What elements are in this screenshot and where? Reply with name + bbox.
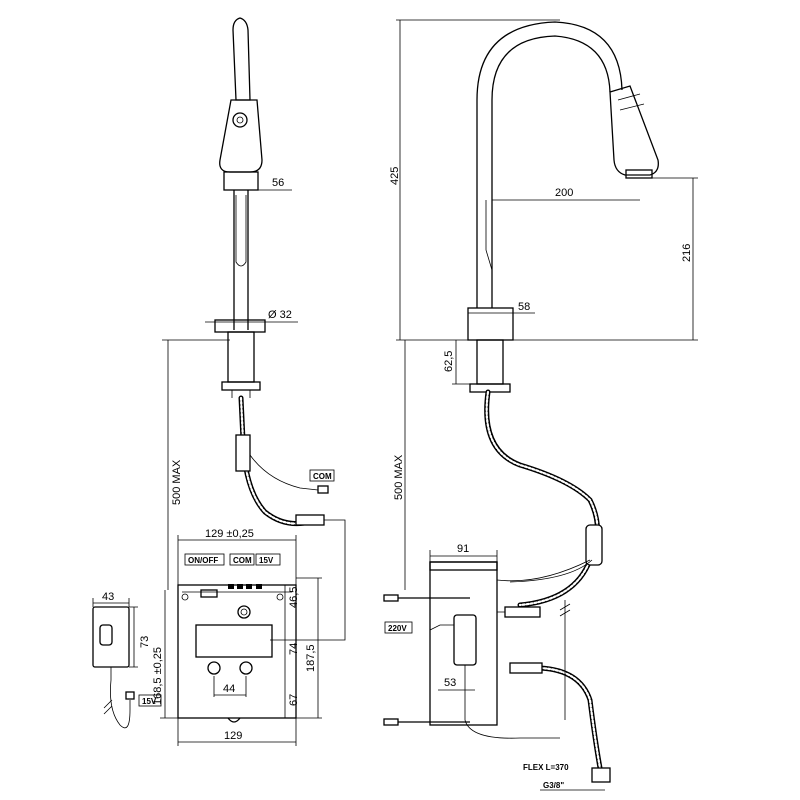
dim-44: 44 [213, 676, 247, 697]
dim-56: 56 [230, 177, 292, 191]
dim-187-5-label: 187,5 [305, 644, 317, 672]
dim-73-label: 73 [139, 636, 151, 648]
dim-91-label: 91 [457, 543, 469, 555]
dim-216-label: 216 [681, 244, 693, 262]
dim-67-label: 67 [288, 694, 300, 706]
v15-box-text: 15V [259, 556, 274, 565]
dim-62-5-label: 62,5 [443, 351, 455, 372]
thread-text: G3/8" [543, 781, 564, 790]
dim-425-label: 425 [389, 167, 401, 185]
dim-168-5: 168,5 ±0,25 [152, 590, 178, 719]
dim-500-right-label: 500 MAX [393, 454, 405, 500]
flex-label: FLEX L=370 [523, 763, 569, 772]
com-box-label: COM [229, 553, 255, 566]
thread-label: G3/8" [540, 781, 605, 791]
dim-32-label: Ø 32 [268, 309, 292, 321]
flex-text: FLEX L=370 [523, 763, 569, 772]
dim-56-label: 56 [272, 177, 284, 189]
on-off-text: ON/OFF [188, 556, 218, 565]
v15-cable-label: 15V [138, 694, 162, 707]
dim-216: 216 [513, 177, 698, 341]
dim-44-label: 44 [223, 683, 235, 695]
dim-425: 425 [389, 19, 560, 341]
dim-91: 91 [429, 543, 498, 562]
com-cable-text: COM [313, 472, 332, 481]
dim-46-5: 46,5 [284, 585, 300, 612]
dim-187-5: 187,5 [296, 577, 322, 719]
v220-label: 220V [384, 621, 413, 634]
dim-62-5: 62,5 [443, 340, 470, 385]
dim-129-top-label: 129 ±0,25 [205, 528, 254, 540]
dim-43-label: 43 [102, 591, 114, 603]
dim-74: 74 [284, 612, 300, 668]
dim-58: 58 [468, 301, 535, 314]
dim-67: 67 [284, 668, 300, 718]
v15-box-label: 15V [255, 553, 281, 566]
dim-58-label: 58 [518, 301, 530, 313]
dim-500-left: 500 MAX [162, 339, 230, 590]
dim-74-label: 74 [288, 643, 300, 655]
v220-text: 220V [388, 624, 407, 633]
com-box-text: COM [233, 556, 252, 565]
dim-129-top: 129 ±0,25 [177, 528, 297, 585]
faucet-front-view [214, 17, 346, 641]
dim-32: Ø 32 [205, 309, 298, 323]
com-cable-label: COM [309, 469, 335, 482]
dim-53-label: 53 [444, 677, 456, 689]
dim-43: 43 [92, 591, 130, 607]
dim-73: 73 [129, 606, 151, 668]
dim-168-5-label: 168,5 ±0,25 [152, 647, 164, 705]
v15-cable-text: 15V [142, 697, 157, 706]
control-box-side [383, 559, 591, 739]
dim-129-bottom: 129 [177, 718, 297, 746]
dim-500-left-label: 500 MAX [171, 459, 183, 505]
faucet-side-view [467, 21, 659, 783]
dim-200: 200 [492, 187, 640, 201]
on-off-label: ON/OFF [184, 553, 225, 566]
dim-200-label: 200 [555, 187, 573, 199]
dim-500-right: 500 MAX [393, 340, 406, 590]
power-supply [92, 606, 135, 729]
dim-46-5-label: 46,5 [288, 587, 300, 608]
control-box [177, 584, 297, 723]
dim-53: 53 [438, 677, 475, 691]
dim-129-bottom-label: 129 [224, 730, 242, 742]
